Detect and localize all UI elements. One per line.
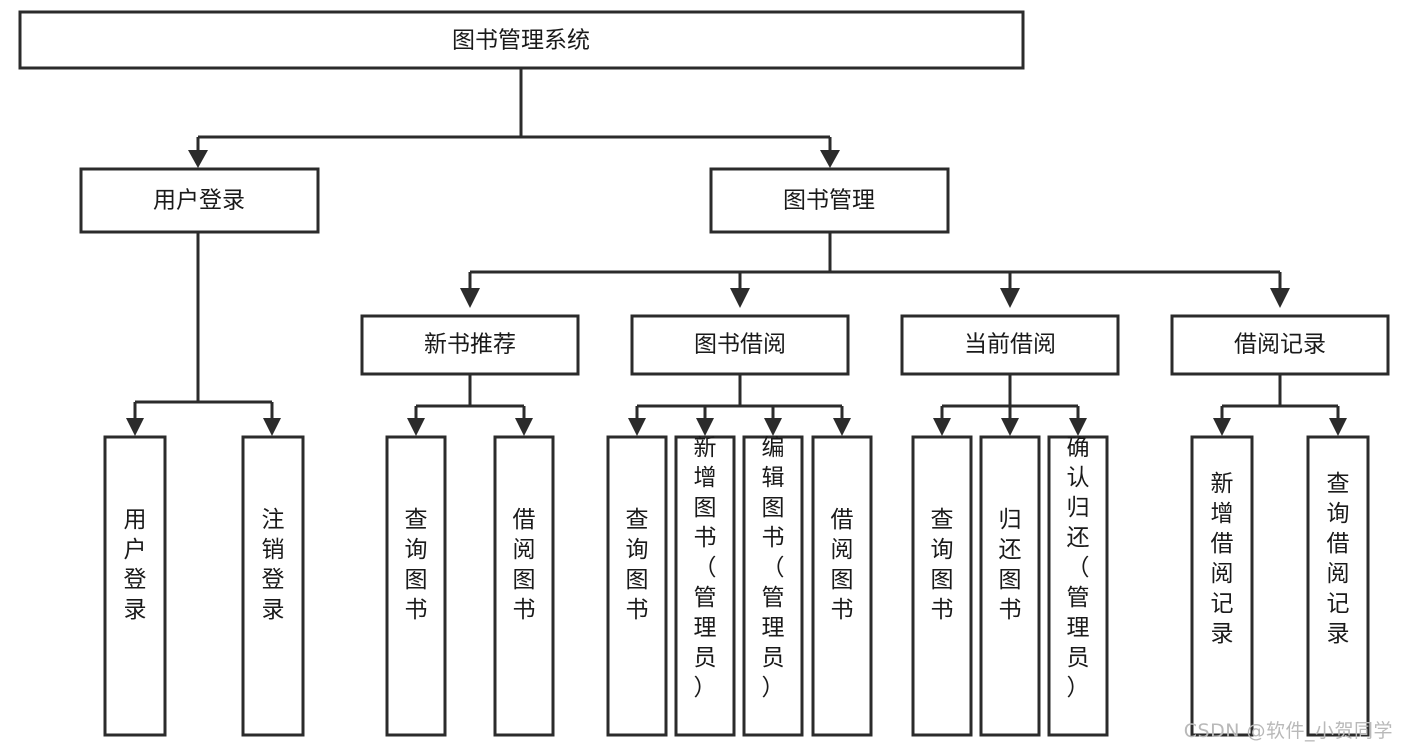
- arrowhead-leaf-borrow-book-2: [833, 418, 851, 436]
- arrowhead-book-borrow: [730, 288, 750, 308]
- node-leaf-user-logout-box: [241, 435, 305, 737]
- node-current-borrow-label: 当前借阅: [964, 332, 1056, 358]
- node-leaf-user-login-label: 用户登录: [124, 507, 147, 623]
- arrowhead-leaf-return-book: [1001, 418, 1019, 436]
- arrowhead-new-book-recommend: [460, 288, 480, 308]
- node-root[interactable]: 图书管理系统: [18, 10, 1025, 70]
- arrowhead-leaf-query-record: [1329, 418, 1347, 436]
- node-book-manage[interactable]: 图书管理: [709, 167, 950, 234]
- node-current-borrow[interactable]: 当前借阅: [900, 314, 1120, 376]
- arrowhead-leaf-borrow-book-1: [515, 418, 533, 436]
- node-leaf-borrow-book-1-box: [493, 435, 555, 737]
- node-leaf-confirm-return[interactable]: 确认归还（管理员）: [1047, 435, 1109, 737]
- arrowhead-leaf-confirm-return: [1069, 418, 1087, 436]
- node-leaf-user-logout-label: 注销登录: [262, 507, 285, 623]
- arrowhead-leaf-add-record: [1213, 418, 1231, 436]
- arrowhead-current-borrow: [1000, 288, 1020, 308]
- node-leaf-add-book-box: [674, 435, 736, 737]
- node-leaf-query-book-2[interactable]: 查询图书: [606, 435, 668, 737]
- connector-layer: [126, 68, 1347, 436]
- arrowhead-user-login: [188, 150, 208, 168]
- arrowhead-leaf-user-login: [126, 418, 144, 436]
- node-leaf-confirm-return-label: 确认归还（管理员）: [1067, 435, 1090, 701]
- node-new-book-recommend[interactable]: 新书推荐: [360, 314, 580, 376]
- node-leaf-query-book-2-box: [606, 435, 668, 737]
- node-leaf-add-book-label: 新增图书（管理员）: [694, 435, 717, 701]
- node-borrow-record[interactable]: 借阅记录: [1170, 314, 1390, 376]
- node-leaf-add-record[interactable]: 新增借阅记录: [1190, 435, 1254, 737]
- arrowhead-borrow-record: [1270, 288, 1290, 308]
- node-leaf-add-record-box: [1190, 435, 1254, 737]
- node-user-login-box: [79, 167, 320, 234]
- arrowhead-leaf-query-book-3: [933, 418, 951, 436]
- node-borrow-record-box: [1170, 314, 1390, 376]
- node-leaf-query-book-1-label: 查询图书: [405, 507, 428, 623]
- node-leaf-query-book-2-label: 查询图书: [626, 507, 649, 623]
- node-leaf-user-login[interactable]: 用户登录: [103, 435, 167, 737]
- node-leaf-return-book-label: 归还图书: [999, 507, 1022, 623]
- node-user-login[interactable]: 用户登录: [79, 167, 320, 234]
- node-leaf-return-book[interactable]: 归还图书: [979, 435, 1041, 737]
- node-user-login-label: 用户登录: [153, 188, 245, 214]
- node-leaf-query-book-3-box: [911, 435, 973, 737]
- node-leaf-add-record-label: 新增借阅记录: [1211, 471, 1234, 647]
- node-leaf-edit-book-box: [742, 435, 804, 737]
- node-current-borrow-box: [900, 314, 1120, 376]
- node-book-borrow-box: [630, 314, 850, 376]
- node-leaf-user-login-box: [103, 435, 167, 737]
- node-book-borrow-label: 图书借阅: [694, 332, 786, 358]
- node-root-label: 图书管理系统: [452, 28, 590, 54]
- node-leaf-borrow-book-2-box: [811, 435, 873, 737]
- node-leaf-query-record-box: [1306, 435, 1370, 737]
- node-new-book-recommend-label: 新书推荐: [424, 332, 516, 358]
- node-leaf-borrow-book-2[interactable]: 借阅图书: [811, 435, 873, 737]
- node-leaf-query-book-3[interactable]: 查询图书: [911, 435, 973, 737]
- node-leaf-query-record-label: 查询借阅记录: [1327, 471, 1350, 647]
- node-leaf-query-book-1-box: [385, 435, 447, 737]
- arrowhead-leaf-edit-book: [764, 418, 782, 436]
- node-leaf-user-logout[interactable]: 注销登录: [241, 435, 305, 737]
- node-leaf-borrow-book-2-label: 借阅图书: [831, 507, 854, 623]
- node-new-book-recommend-box: [360, 314, 580, 376]
- node-leaf-query-record[interactable]: 查询借阅记录: [1306, 435, 1370, 737]
- node-borrow-record-label: 借阅记录: [1234, 332, 1326, 358]
- node-leaf-confirm-return-box: [1047, 435, 1109, 737]
- node-leaf-query-book-1[interactable]: 查询图书: [385, 435, 447, 737]
- arrowhead-leaf-query-book-2: [628, 418, 646, 436]
- node-leaf-query-book-3-label: 查询图书: [931, 507, 954, 623]
- arrowhead-book-manage: [820, 150, 840, 168]
- arrowhead-leaf-add-book: [696, 418, 714, 436]
- node-book-borrow[interactable]: 图书借阅: [630, 314, 850, 376]
- node-root-box: [18, 10, 1025, 70]
- node-leaf-edit-book[interactable]: 编辑图书（管理员）: [742, 435, 804, 737]
- node-leaf-borrow-book-1-label: 借阅图书: [513, 507, 536, 623]
- node-leaf-edit-book-label: 编辑图书（管理员）: [762, 435, 785, 701]
- node-book-manage-label: 图书管理: [783, 188, 875, 214]
- node-leaf-borrow-book-1[interactable]: 借阅图书: [493, 435, 555, 737]
- arrowhead-leaf-query-book-1: [407, 418, 425, 436]
- node-leaf-add-book[interactable]: 新增图书（管理员）: [674, 435, 736, 737]
- node-leaf-return-book-box: [979, 435, 1041, 737]
- arrowhead-leaf-user-logout: [263, 418, 281, 436]
- node-book-manage-box: [709, 167, 950, 234]
